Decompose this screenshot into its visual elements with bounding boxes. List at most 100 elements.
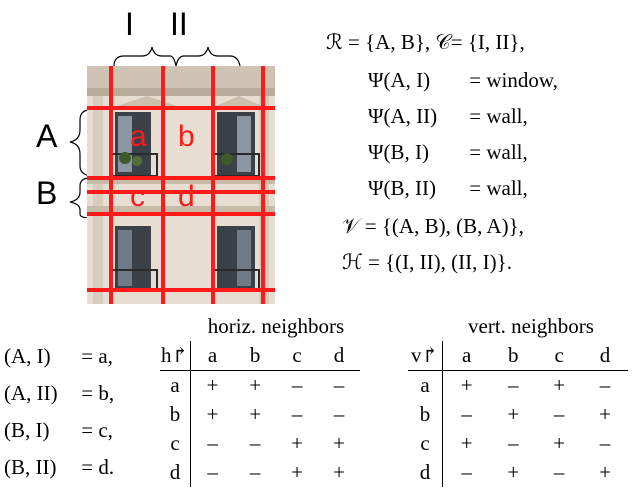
assignment-rhs: = d.: [81, 455, 115, 479]
assignment-2: (A, II) = b,: [4, 381, 114, 406]
table-cell: +: [206, 373, 219, 397]
table-cell: –: [333, 373, 345, 397]
table-header: d: [333, 343, 345, 367]
table-cell: –: [207, 460, 218, 484]
psi-rhs: = wall,: [469, 140, 528, 164]
assignment-lhs: (A, I): [4, 344, 51, 368]
table-cell: +: [333, 431, 345, 455]
table-header: b: [508, 343, 519, 367]
table-cell: +: [249, 373, 262, 397]
table-cell: –: [249, 460, 261, 484]
table-cell: +: [249, 402, 262, 426]
facade-figure: I II A B: [30, 0, 300, 310]
table-cell: +: [460, 373, 473, 397]
table-cell: –: [553, 402, 565, 426]
assignment-lhs: (B, I): [4, 418, 50, 442]
row-label: d: [408, 458, 443, 487]
horiz-neighbors-table: h↱ a b c d a + + – – b + + – – c – – + +: [160, 341, 360, 487]
building-facade-image: [87, 66, 275, 304]
psi-rhs: = wall,: [469, 104, 528, 128]
table-cell: +: [291, 431, 303, 455]
table-row: b + + – –: [160, 400, 360, 429]
assignment-1: (A, I) = a,: [4, 344, 113, 369]
table-cell: –: [291, 402, 303, 426]
table-cell: –: [333, 402, 345, 426]
assignment-lhs: (A, II): [4, 381, 58, 405]
vert-neighbors-table-block: vert. neighbors v↱ a b c d a + – + – b –…: [408, 314, 634, 487]
vertical-relation-line: 𝒱 = {(A, B), (B, A)},: [342, 214, 524, 238]
psi-lhs: Ψ(A, II): [368, 104, 438, 128]
row-label: a: [408, 370, 443, 400]
sets-line: ℛ = {A, B}, 𝒞= {I, II},: [326, 30, 525, 54]
table-row: c – – + +: [160, 429, 360, 458]
table-cell: +: [507, 460, 520, 484]
table-cell: +: [507, 402, 520, 426]
psi-rhs: = wall,: [469, 176, 528, 200]
cell-letter-a: a: [130, 120, 147, 153]
table-cell: +: [460, 431, 473, 455]
psi-rhs: = window,: [469, 68, 558, 92]
cell-letter-d: d: [178, 180, 195, 213]
assignments-block: (A, I) = a, (A, II) = b, (B, I) = c, (B,…: [4, 344, 162, 494]
column-braces: [113, 46, 241, 67]
table-corner: v↱: [408, 341, 443, 371]
table-header: a: [461, 343, 472, 367]
row-label: c: [408, 429, 443, 458]
table-cell: +: [599, 402, 611, 426]
table-cell: –: [599, 373, 611, 397]
row-label: b: [160, 400, 191, 429]
column-label-2: II: [170, 6, 188, 42]
horizontal-relation-line: ℋ = {(I, II), (II, I)}.: [342, 250, 512, 274]
table-cell: +: [553, 431, 566, 455]
table-cell: –: [461, 460, 472, 484]
psi-lhs: Ψ(A, I): [368, 68, 431, 92]
column-label-1: I: [125, 6, 134, 42]
table-header: b: [249, 343, 261, 367]
table-header: c: [292, 343, 302, 367]
table-header: d: [599, 343, 611, 367]
table-corner: h↱: [160, 341, 191, 371]
assignment-rhs: = b,: [81, 381, 115, 405]
row-label: d: [160, 458, 191, 487]
psi-line-3: Ψ(B, I) = wall,: [368, 140, 528, 165]
assignment-lhs: (B, II): [4, 455, 57, 479]
row-label: b: [408, 400, 443, 429]
row-label: a: [160, 370, 191, 400]
vert-table-title: vert. neighbors: [468, 314, 594, 338]
assignment-rhs: = a,: [81, 344, 113, 368]
table-header: a: [207, 343, 218, 367]
cell-letter-c: c: [130, 180, 145, 213]
psi-line-1: Ψ(A, I) = window,: [368, 68, 558, 93]
table-row: b – + – +: [408, 400, 628, 429]
psi-line-2: Ψ(A, II) = wall,: [368, 104, 528, 129]
table-cell: +: [333, 460, 345, 484]
table-cell: –: [291, 373, 303, 397]
table-cell: –: [553, 460, 565, 484]
table-row: d – – + +: [160, 458, 360, 487]
table-cell: –: [508, 431, 519, 455]
assignment-rhs: = c,: [81, 418, 113, 442]
psi-lhs: Ψ(B, II): [368, 176, 436, 200]
table-cell: +: [206, 402, 219, 426]
table-cell: +: [291, 460, 303, 484]
row-label: c: [160, 429, 191, 458]
row-label-a: A: [36, 118, 58, 154]
table-cell: –: [249, 431, 261, 455]
table-cell: –: [461, 402, 472, 426]
cell-letter-b: b: [178, 120, 195, 153]
table-cell: –: [599, 431, 611, 455]
horiz-table-title: horiz. neighbors: [207, 314, 345, 338]
assignment-3: (B, I) = c,: [4, 418, 113, 443]
psi-lhs: Ψ(B, I): [368, 140, 429, 164]
table-cell: –: [508, 373, 519, 397]
definitions-block: ℛ = {A, B}, 𝒞= {I, II}, Ψ(A, I) = window…: [320, 30, 635, 300]
table-cell: +: [599, 460, 611, 484]
table-row: a + – + –: [408, 370, 628, 400]
table-cell: –: [207, 431, 218, 455]
table-cell: +: [553, 373, 566, 397]
table-row: c + – + –: [408, 429, 628, 458]
table-header: c: [554, 343, 564, 367]
table-row: a + + – –: [160, 370, 360, 400]
table-row: d – + – +: [408, 458, 628, 487]
vert-neighbors-table: v↱ a b c d a + – + – b – + – + c + – + –: [408, 341, 628, 487]
